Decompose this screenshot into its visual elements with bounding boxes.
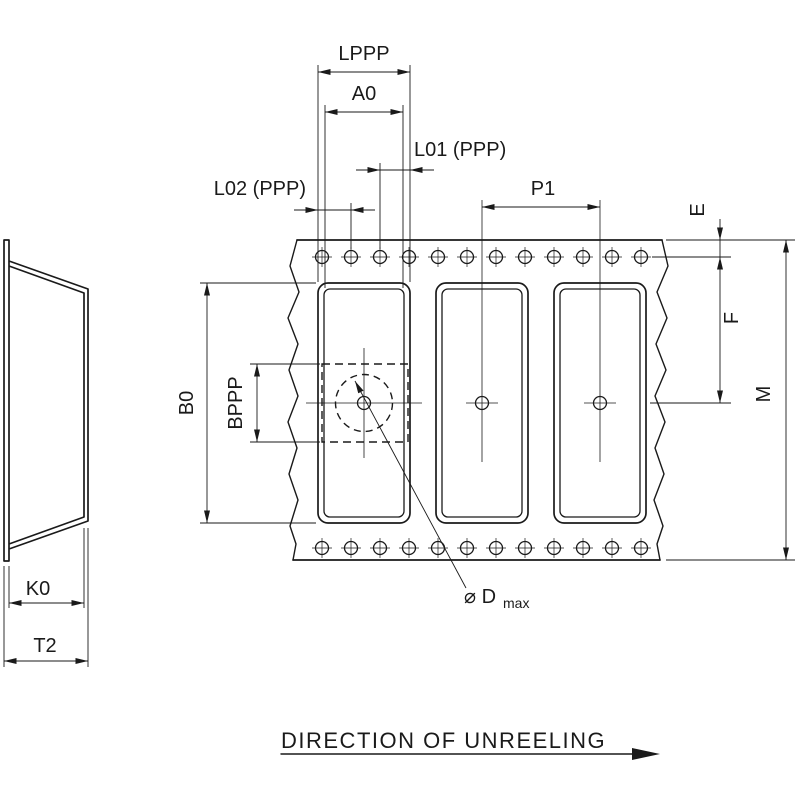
p1-label: P1 [531,178,555,200]
f-dimension: F [650,257,743,404]
dmax-callout: ⌀ D max [354,380,529,611]
dmax-dashed-square [321,363,409,443]
l02-label: L02 (PPP) [214,178,306,200]
lppp-dimension: LPPP [317,43,411,282]
tape-torn-edge-left [287,239,300,561]
l01-dimension: L01 (PPP) [356,139,506,249]
k0-label: K0 [26,578,50,600]
k0-dimension: K0 [8,528,85,608]
side-view-outline [3,239,89,562]
l02-dimension: L02 (PPP) [214,178,375,249]
carrier-tape-top-view [287,200,669,561]
p1-dimension: P1 [482,178,600,210]
l01-label: L01 (PPP) [414,139,506,161]
dmax-label: ⌀ D [464,586,496,608]
b0-label: B0 [176,391,198,415]
dmax-dashed-circle [334,373,394,433]
dmax-subscript-label: max [503,595,529,611]
unreeling-arrow-icon [632,748,660,760]
m-dimension: M [666,240,795,561]
t2-label: T2 [33,635,56,657]
unreeling-caption-text: DIRECTION OF UNREELING [281,728,606,753]
bppp-label: BPPP [225,376,247,429]
e-label: E [687,203,709,216]
f-label: F [721,312,743,324]
m-label: M [753,386,775,403]
pocket-center-lines [306,200,616,462]
tape-side-view [3,239,89,562]
e-dimension: E [652,203,795,258]
lppp-label: LPPP [338,43,389,65]
a0-label: A0 [352,83,376,105]
bppp-dimension: BPPP [225,363,320,443]
sprocket-holes-bottom-row [311,537,652,559]
tape-torn-edge-right [653,239,669,561]
t2-dimension: T2 [3,528,89,667]
b0-dimension: B0 [176,282,316,524]
unreeling-caption: DIRECTION OF UNREELING [280,728,660,760]
a0-dimension: A0 [324,83,404,288]
dmax-leader-line [354,380,467,589]
